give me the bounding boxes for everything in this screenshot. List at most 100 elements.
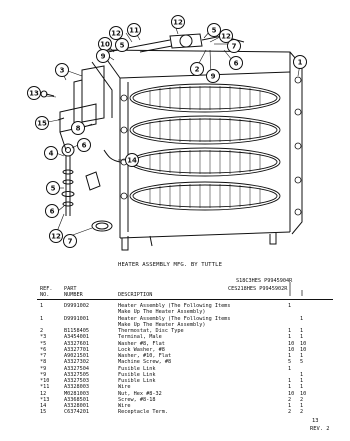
- svg-text:12: 12: [51, 233, 61, 241]
- table-row: *9 A3327504 Fusible Link 1: [0, 366, 350, 373]
- description-cell: Washer, #10, Flat: [118, 353, 172, 359]
- svg-text:3: 3: [60, 67, 65, 75]
- callout-12-a: 12: [109, 26, 123, 40]
- ref-cell: 14: [40, 403, 47, 409]
- svg-text:13: 13: [29, 90, 39, 98]
- qty-model1-cell: 1: [288, 365, 292, 372]
- ref-cell: *7: [40, 353, 47, 359]
- description-cell: Make Up The Heater Assembly): [118, 321, 206, 328]
- description-cell: Lock Washer, #8: [118, 346, 165, 353]
- qty-model1-cell: 1: [288, 328, 292, 334]
- ref-cell: 15: [40, 409, 47, 416]
- description-cell: Nut, Hex #8-32: [118, 390, 162, 397]
- callout-10: 10: [98, 37, 112, 51]
- part-number-cell: A3327505: [64, 371, 89, 378]
- part-number-cell: A3328001: [64, 403, 89, 409]
- part-number-cell: D9991001: [64, 315, 89, 322]
- part-number-cell: A3327503: [64, 378, 89, 384]
- callout-9-a: 9: [96, 49, 110, 63]
- svg-text:6: 6: [82, 142, 87, 150]
- ref-cell: *9: [40, 365, 47, 372]
- ref-cell: *9: [40, 371, 47, 378]
- ref-header-line2: NO.: [40, 292, 50, 298]
- description-cell: Wire: [118, 384, 131, 391]
- description-cell: Receptacle Term.: [118, 409, 168, 416]
- svg-text:9: 9: [211, 73, 216, 81]
- callout-9-b: 9: [206, 69, 220, 83]
- svg-text:5: 5: [212, 27, 217, 35]
- svg-text:5: 5: [51, 185, 56, 193]
- ref-no-header: REF. NO.: [40, 286, 53, 298]
- qty-model2-cell: 1: [300, 315, 304, 322]
- part-number-cell: A3327504: [64, 365, 89, 372]
- table-row: *3 A3454001 Terminal, Male 1 1: [0, 334, 350, 341]
- svg-text:1: 1: [298, 59, 303, 67]
- table-row: 1 D9991001 Heater Assembly (The Following …: [0, 316, 350, 323]
- qty-model2-cell: 1: [300, 334, 304, 341]
- qty-model2-cell: 1: [300, 384, 304, 391]
- model2-header: CES218HES P9945902R: [228, 286, 288, 292]
- description-cell: Wire: [118, 403, 131, 409]
- page-number: 13: [312, 418, 319, 424]
- part-number-cell: M0281003: [64, 390, 89, 397]
- callout-1: 1: [293, 55, 307, 69]
- callout-7: 7: [227, 39, 241, 53]
- qty-model1-cell: 10: [288, 340, 295, 347]
- qty-model2-cell: 2: [300, 409, 304, 416]
- table-row: Make Up The Heater Assembly): [0, 322, 350, 329]
- ref-cell: *11: [40, 384, 50, 391]
- ref-cell: *3: [40, 334, 47, 341]
- description-cell: Fusible Link: [118, 371, 156, 378]
- callout-8: 8: [71, 121, 85, 135]
- callout-6-b: 6: [77, 138, 91, 152]
- qty-model1-cell: 5: [288, 359, 292, 366]
- ref-cell: 1: [40, 315, 44, 322]
- part-number-cell: A9021501: [64, 353, 89, 359]
- svg-text:2: 2: [195, 66, 200, 74]
- qty-model2-cell: 10: [300, 340, 307, 347]
- qty-model1-cell: 10: [288, 390, 295, 397]
- ref-cell: *13: [40, 396, 50, 403]
- callout-3: 3: [55, 63, 69, 77]
- qty-model1-cell: 1: [288, 384, 292, 391]
- description-cell: Fusible Link: [118, 365, 156, 372]
- svg-text:6: 6: [234, 60, 239, 68]
- ref-cell: *10: [40, 378, 50, 384]
- part-number-cell: A3327701: [64, 346, 89, 353]
- ref-cell: 12: [40, 390, 47, 397]
- part-number-cell: A3454001: [64, 334, 89, 341]
- description-cell: Heater Assembly (The Following Items: [118, 315, 231, 322]
- svg-text:11: 11: [129, 27, 139, 35]
- part-number-cell: B1158405: [64, 328, 89, 334]
- ref-cell: 2: [40, 328, 44, 334]
- qty-model1-cell: 1: [288, 334, 292, 341]
- svg-text:6: 6: [50, 208, 55, 216]
- qty-model2-cell: 5: [300, 359, 304, 366]
- svg-text:14: 14: [127, 157, 137, 165]
- ref-cell: *5: [40, 340, 47, 347]
- svg-text:12: 12: [111, 30, 121, 38]
- callout-14: 14: [125, 153, 139, 167]
- qty-model1-cell: 1: [288, 303, 292, 309]
- qty-model2-cell: 1: [300, 328, 304, 334]
- description-cell: Terminal, Male: [118, 334, 162, 341]
- svg-text:8: 8: [76, 125, 81, 133]
- qty-model1-cell: 1: [288, 378, 292, 384]
- ref-header-line1: REF.: [40, 286, 53, 292]
- qty-model1-cell: 2: [288, 409, 292, 416]
- callout-5-c: 5: [46, 181, 60, 195]
- qty-model2-cell: 1: [300, 353, 304, 359]
- svg-text:9: 9: [101, 53, 106, 61]
- qty-model2-cell: 1: [300, 378, 304, 384]
- callout-11-a: 11: [127, 23, 141, 37]
- svg-text:4: 4: [49, 150, 54, 158]
- description-header: DESCRIPTION: [118, 292, 153, 298]
